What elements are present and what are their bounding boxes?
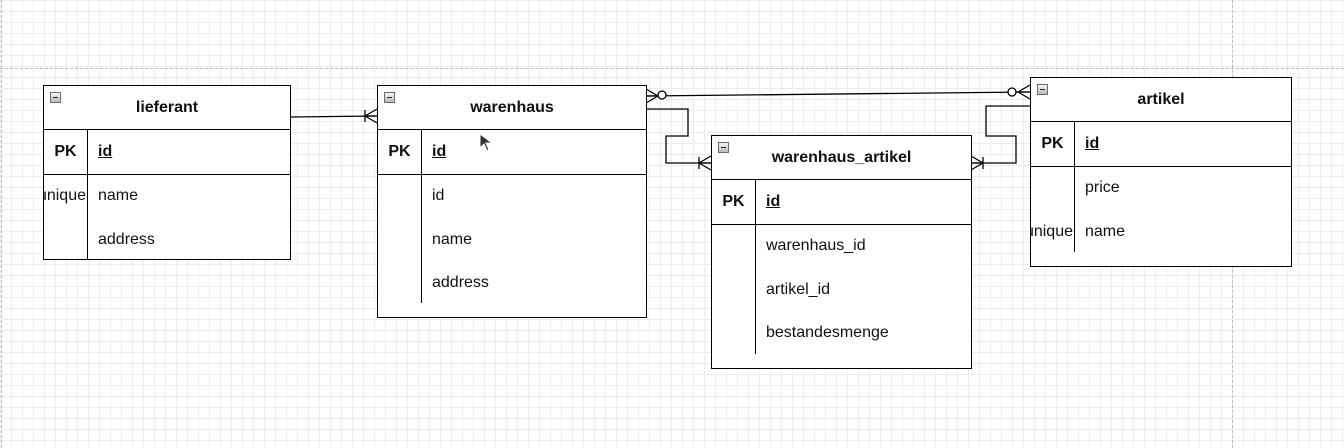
key-column-divider: [755, 179, 756, 354]
attribute-row[interactable]: warenhaus_id: [712, 225, 971, 269]
field-name: name: [1085, 222, 1126, 240]
entity-warenhaus[interactable]: warenhaus PK id id name address: [377, 85, 647, 318]
field-name: price: [1085, 179, 1120, 197]
entity-title: artikel: [1137, 90, 1185, 108]
relationship-line-artikel-junction[interactable]: [971, 105, 1030, 164]
entity-header[interactable]: lieferant: [44, 86, 290, 130]
attribute-row[interactable]: address: [378, 262, 646, 306]
relationship-line-lieferant-warenhaus[interactable]: [290, 115, 378, 118]
field-name: warenhaus_id: [766, 237, 866, 255]
entity-title: lieferant: [135, 98, 199, 116]
attribute-row[interactable]: artikel_id: [712, 268, 971, 312]
entity-warenhaus-artikel[interactable]: warenhaus_artikel PK id warenhaus_id art…: [711, 135, 972, 369]
key-label: unique: [1031, 222, 1073, 240]
key-label: [712, 225, 755, 269]
field-name: artikel_id: [766, 280, 831, 298]
pk-row[interactable]: PK id: [44, 130, 290, 175]
field-name: id: [766, 192, 781, 210]
crowfoot-zero-or-many-warenhaus: [645, 88, 659, 104]
field-name: id: [432, 187, 445, 205]
entity-header[interactable]: warenhaus: [378, 86, 646, 130]
key-label: [378, 262, 421, 306]
entity-lieferant[interactable]: lieferant PK id unique name address: [43, 85, 291, 260]
pk-row[interactable]: PK id: [1031, 122, 1291, 167]
entity-title: warenhaus_artikel: [771, 148, 912, 166]
field-name: name: [432, 230, 473, 248]
collapse-icon[interactable]: [718, 142, 729, 153]
key-label: [44, 218, 87, 259]
pk-row[interactable]: PK id: [378, 130, 646, 175]
relationship-line-warenhaus-artikel[interactable]: [645, 91, 1031, 97]
field-name: id: [432, 142, 447, 160]
optional-circle-warenhaus: [657, 90, 667, 100]
field-name: id: [98, 142, 113, 160]
attribute-row[interactable]: price: [1031, 167, 1291, 211]
key-label: [1031, 167, 1074, 211]
key-label: PK: [388, 142, 411, 160]
collapse-icon[interactable]: [50, 92, 61, 103]
pk-row[interactable]: PK id: [712, 180, 971, 225]
field-name: id: [1085, 134, 1100, 152]
collapse-icon[interactable]: [384, 92, 395, 103]
key-label: [378, 175, 421, 219]
page-boundary-top: [0, 68, 1344, 69]
entity-header[interactable]: artikel: [1031, 78, 1291, 122]
relationship-line-warenhaus-junction[interactable]: [646, 108, 711, 164]
crowfoot-zero-or-many-artikel: [1017, 84, 1031, 100]
key-column-divider: [421, 129, 422, 303]
entity-header[interactable]: warenhaus_artikel: [712, 136, 971, 180]
key-label: PK: [1041, 134, 1064, 152]
key-label: PK: [722, 192, 745, 210]
attribute-row[interactable]: unique name: [1031, 210, 1291, 254]
optional-circle-artikel: [1007, 87, 1017, 97]
crowfoot-one-or-many-warenhaus: [364, 108, 378, 124]
attribute-row[interactable]: unique name: [44, 175, 290, 219]
collapse-icon[interactable]: [1037, 84, 1048, 95]
key-label: [378, 218, 421, 262]
attribute-row[interactable]: name: [378, 218, 646, 262]
attribute-row[interactable]: id: [378, 175, 646, 219]
crowfoot-one-or-many-junction-left: [698, 155, 712, 171]
field-name: address: [98, 230, 155, 248]
entity-artikel[interactable]: artikel PK id price unique name: [1030, 77, 1292, 267]
key-label: [712, 268, 755, 312]
entity-title: warenhaus: [470, 98, 554, 116]
crowfoot-one-or-many-junction-right: [970, 155, 984, 171]
attribute-row[interactable]: address: [44, 218, 290, 259]
key-column-divider: [87, 129, 88, 259]
key-label: [712, 312, 755, 356]
key-label: unique: [44, 187, 86, 205]
mouse-cursor-icon: [479, 133, 494, 152]
field-name: name: [98, 187, 139, 205]
attribute-row[interactable]: bestandesmenge: [712, 312, 971, 356]
field-name: address: [432, 274, 489, 292]
key-label: PK: [54, 142, 77, 160]
key-column-divider: [1074, 121, 1075, 252]
field-name: bestandesmenge: [766, 324, 889, 342]
page-boundary-left: [1, 0, 2, 448]
